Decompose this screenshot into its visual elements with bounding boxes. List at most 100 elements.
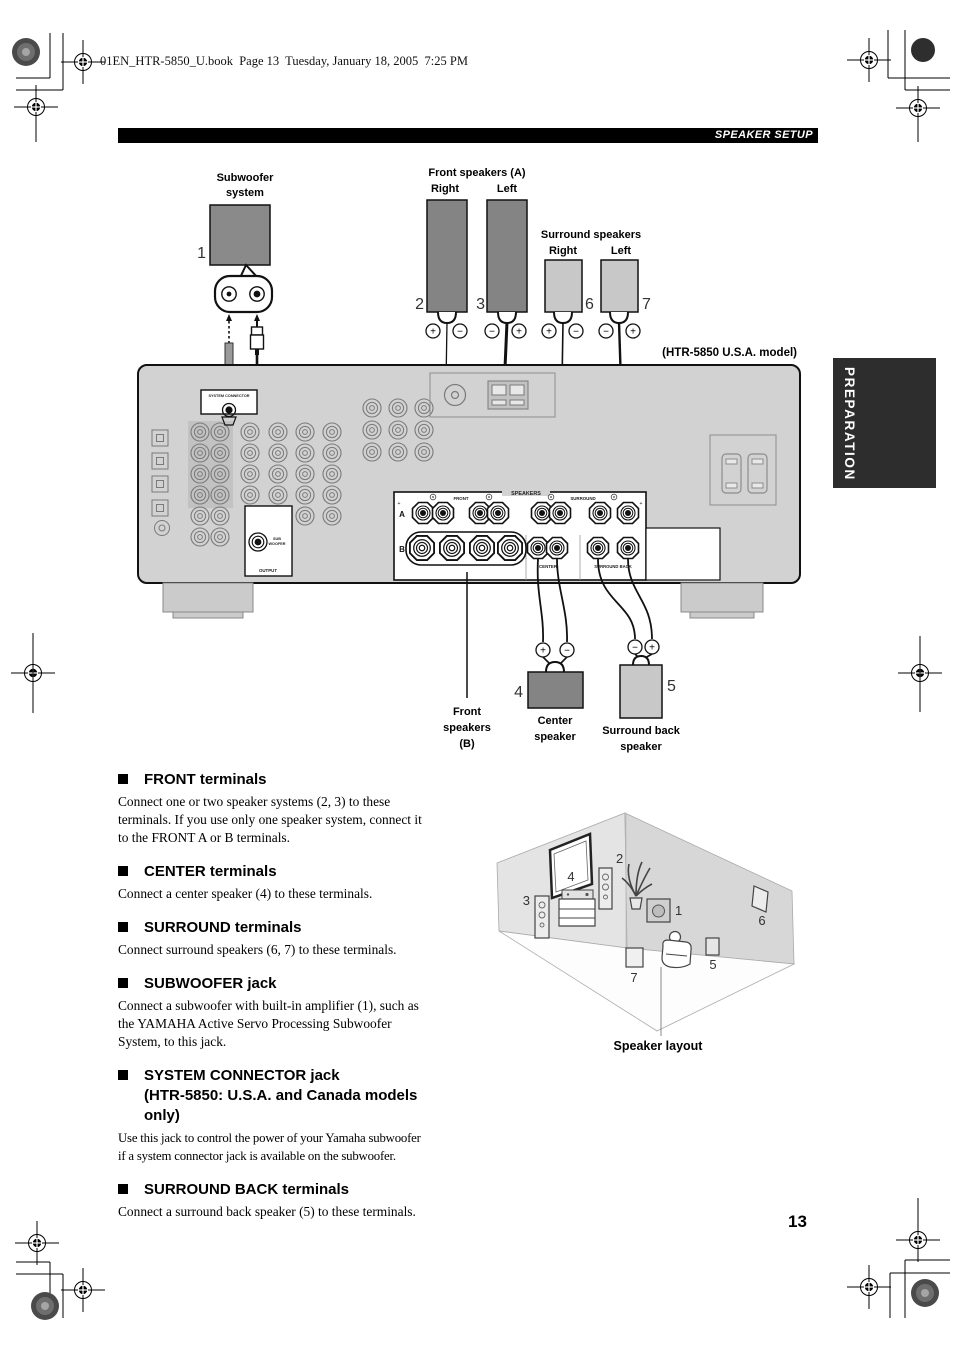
label-speakers: SPEAKERS [511, 491, 541, 497]
section-body: Connect a subwoofer with built-in amplif… [118, 998, 419, 1049]
label-surround-speakers: Surround speakers [541, 229, 641, 241]
room-number-surround-back: 5 [709, 957, 716, 972]
room-number-subwoofer: 1 [675, 903, 682, 918]
svg-text:(B): (B) [459, 738, 475, 750]
polarity-markers-top: + − − + + − − + [425, 323, 641, 339]
number-surround-right: 6 [585, 296, 594, 313]
listener-chair [660, 930, 692, 1036]
section-bullet-icon [118, 978, 128, 988]
section-subwoofer-jack: SUBWOOFER jack Connect a subwoofer with … [118, 974, 484, 1051]
subwoofer-unit: 1 [197, 204, 274, 541]
label-front: FRONT [453, 496, 468, 501]
svg-text:+: + [540, 646, 546, 657]
number-center: 4 [514, 684, 523, 701]
antenna-terminals [429, 372, 556, 418]
number-surround-left: 7 [642, 296, 651, 313]
label-front-left: Left [497, 183, 518, 195]
label-row-a: A [399, 510, 405, 519]
room-number-surround-right: 6 [758, 913, 765, 928]
room-floor [498, 930, 796, 1032]
svg-text:+: + [640, 501, 643, 507]
section-heading: SUBWOOFER jack [144, 975, 277, 992]
room-front-right-speaker: 2 [598, 851, 623, 910]
ac-outlets [709, 434, 777, 506]
svg-text:WOOFER: WOOFER [268, 542, 285, 546]
svg-text:+: + [430, 327, 436, 338]
label-row-b: B [399, 545, 405, 554]
label-center: CENTER [539, 564, 558, 569]
section-heading: SURROUND BACK terminals [144, 1181, 350, 1198]
svg-text:SYSTEM CONNECTOR: SYSTEM CONNECTOR [208, 394, 249, 398]
bottom-speakers: Front speakers (B) + − 4 Center speaker [443, 558, 681, 753]
label-front-b: Front [453, 706, 481, 718]
room-number-center: 4 [567, 869, 574, 884]
label-model-note: (HTR-5850 U.S.A. model) [662, 347, 797, 359]
number-front-left: 3 [476, 296, 485, 313]
svg-text:+: + [649, 643, 655, 654]
svg-text:system: system [226, 187, 264, 199]
room-caption: Speaker layout [614, 1039, 704, 1053]
tv-screen: 4 [548, 832, 594, 900]
front-speaker-left [486, 199, 528, 313]
svg-text:SUB: SUB [273, 537, 281, 541]
system-connector-jack: SYSTEM CONNECTOR [200, 389, 258, 426]
section-heading: CENTER terminals [144, 863, 277, 880]
room-number-front-left: 3 [523, 893, 530, 908]
svg-text:OUTPUT: OUTPUT [259, 568, 277, 573]
surround-back-speaker [619, 664, 663, 719]
section-front-terminals: FRONT terminals Connect one or two speak… [118, 770, 484, 847]
tv-stand-and-receiver [558, 889, 596, 927]
section-heading: SYSTEM CONNECTOR jack (HTR-5850: U.S.A. … [144, 1067, 418, 1124]
label-surround-right: Right [549, 245, 577, 257]
section-system-connector-jack: SYSTEM CONNECTOR jack (HTR-5850: U.S.A. … [118, 1066, 484, 1165]
surround-speaker-right [544, 259, 583, 313]
subwoofer-output-jack: SUB WOOFER OUTPUT [244, 505, 293, 577]
section-body: Connect surround speakers (6, 7) to thes… [118, 942, 397, 957]
svg-text:+: + [546, 327, 552, 338]
svg-text:+: + [630, 327, 636, 338]
label-front-speakers-a: Front speakers (A) [428, 167, 526, 179]
speaker-layout-illustration: 4 2 3 [496, 812, 796, 1053]
terminal-descriptions: FRONT terminals Connect one or two speak… [118, 770, 484, 1236]
svg-text:−: − [632, 643, 638, 654]
room-surround-right-speaker: 6 [751, 885, 769, 928]
number-front-right: 2 [415, 296, 424, 313]
svg-text:speakers: speakers [443, 722, 491, 734]
front-speaker-right [426, 199, 468, 313]
center-speaker [527, 671, 584, 709]
room-number-front-right: 2 [616, 851, 623, 866]
section-body: Connect a center speaker (4) to these te… [118, 886, 373, 901]
section-bullet-icon [118, 866, 128, 876]
section-surround-terminals: SURROUND terminals Connect surround spea… [118, 918, 484, 959]
label-surround-back-speaker: Surround back [602, 725, 681, 737]
svg-text:−: − [457, 327, 463, 338]
svg-text:−: − [564, 646, 570, 657]
section-heading: FRONT terminals [144, 771, 267, 788]
section-bullet-icon [118, 1184, 128, 1194]
room-surround-left-speaker: 7 [625, 947, 644, 985]
section-bullet-icon [118, 1070, 128, 1080]
plant [621, 861, 653, 910]
label-center-speaker: Center [538, 715, 574, 727]
number-subwoofer: 1 [197, 245, 206, 262]
speaker-terminal-block: SPEAKERS A B FRONT SURROUND CENTER SURRO… [393, 488, 721, 581]
chapter-side-tab: PREPARATION [833, 358, 936, 488]
label-surround: SURROUND [570, 496, 595, 501]
room-number-surround-left: 7 [630, 970, 637, 985]
label-surround-left: Left [611, 245, 632, 257]
label-surround-back: SURROUND BACK [594, 564, 631, 569]
room-surround-back-speaker: 5 [705, 937, 720, 972]
document-header: 01EN_HTR-5850_U.book Page 13 Tuesday, Ja… [100, 54, 468, 68]
room-subwoofer: 1 [646, 898, 682, 923]
label-subwoofer-system: Subwoofer [217, 172, 275, 184]
chapter-side-tab-label: PREPARATION [842, 367, 857, 481]
svg-text:−: − [603, 327, 609, 338]
page-number: 13 [788, 1212, 807, 1231]
section-surround-back-terminals: SURROUND BACK terminals Connect a surrou… [118, 1180, 484, 1221]
svg-text:+: + [516, 327, 522, 338]
section-bullet-icon [118, 922, 128, 932]
diagram-top-labels: Subwoofer system Front speakers (A) Righ… [217, 167, 798, 359]
speaker-wiring-diagram: Subwoofer system Front speakers (A) Righ… [137, 167, 801, 753]
svideo-jacks [151, 429, 170, 536]
svg-text:−: − [573, 327, 579, 338]
